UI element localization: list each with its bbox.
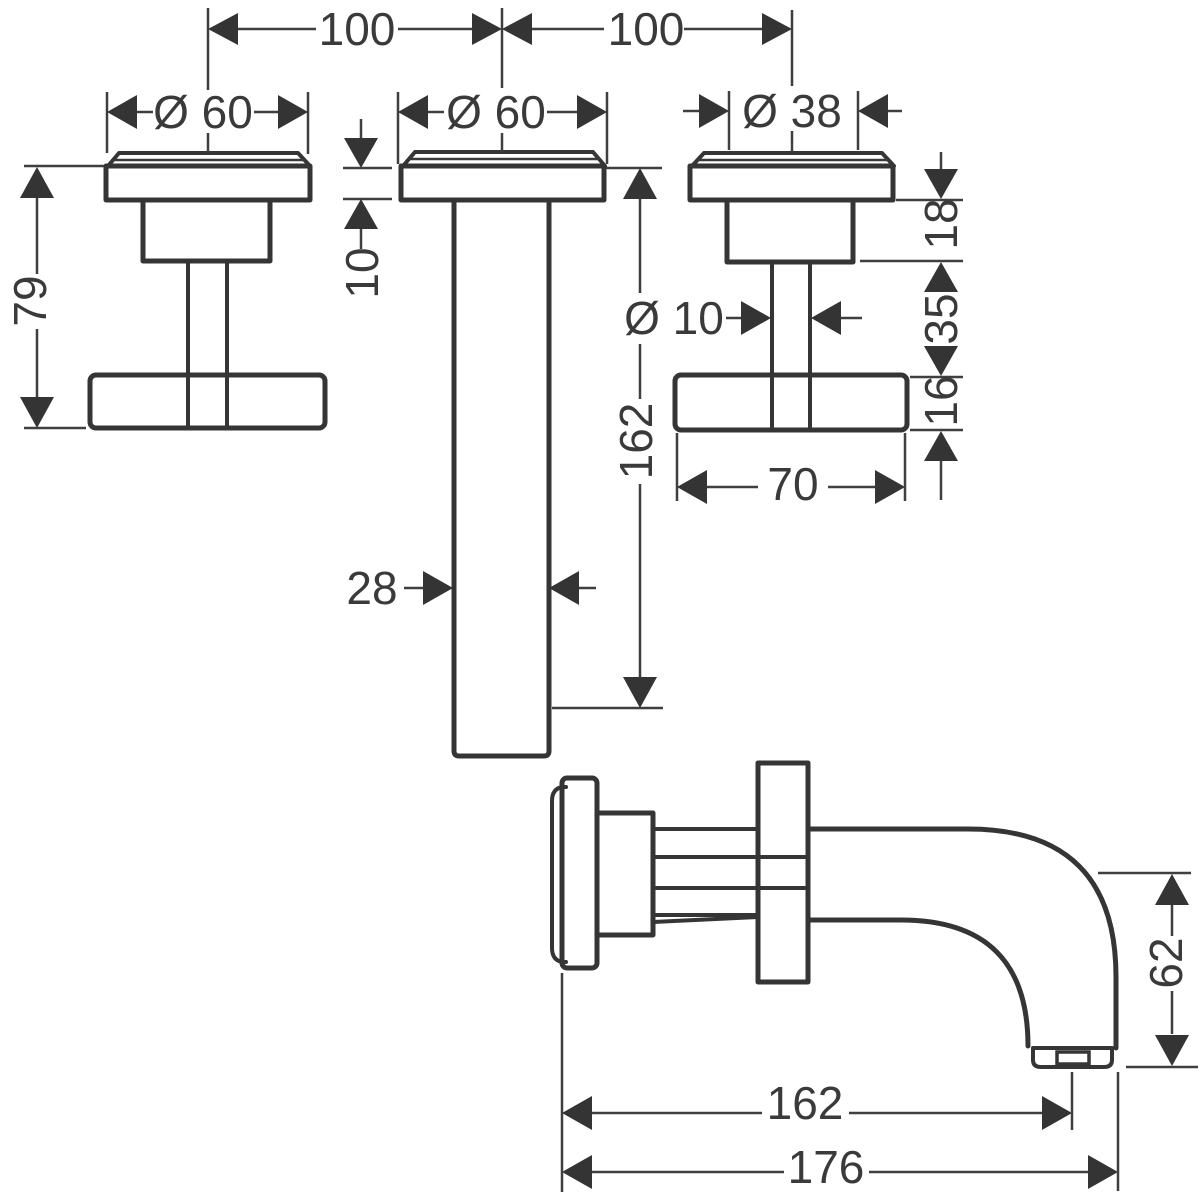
- dim-label-escutcheon-height: 10: [336, 247, 388, 298]
- spout-tube-front: [451, 197, 552, 759]
- spout-front-view: [398, 150, 607, 759]
- spout-side-view: [550, 760, 1119, 1069]
- dim-label-spacing-right: 100: [608, 3, 685, 55]
- dimension-handle-bar-length: 70: [675, 433, 907, 510]
- dim-label-left-escutcheon-diameter: Ø 60: [153, 86, 253, 138]
- dim-label-spout-escutcheon-diameter: Ø 60: [446, 86, 546, 138]
- dim-label-handle-total-height: 79: [4, 275, 56, 326]
- dim-label-outlet-drop-height: 62: [1140, 937, 1192, 988]
- dimension-spout-tube-length: 162: [552, 166, 663, 710]
- right-handle-body: [724, 197, 856, 265]
- dim-label-spout-tube-diameter: 28: [346, 562, 397, 614]
- dim-label-stem-diameter: Ø 10: [624, 292, 724, 344]
- spout-escutcheon-side: [755, 760, 811, 985]
- wall-flange: [550, 785, 568, 964]
- dimension-handle-total-height: 79: [4, 164, 104, 430]
- dim-label-spacing-left: 100: [319, 3, 396, 55]
- dimension-escutcheon-height: 10: [336, 119, 392, 299]
- dim-label-handle-bar-length: 70: [767, 458, 818, 510]
- dimension-right-chain: 18 35 16: [860, 152, 967, 500]
- supply-pipe-taper: [651, 915, 760, 924]
- dim-label-spout-tube-length: 162: [610, 403, 662, 480]
- dimension-spout-tube-diameter: 28: [346, 562, 596, 614]
- right-handle-cross-bar: [672, 372, 910, 433]
- spout-outer-curve: [805, 826, 1119, 1051]
- aerator: [1031, 1046, 1114, 1069]
- spout-inner-curve: [805, 917, 1031, 1049]
- dimension-outlet-drop-height: 62: [1098, 871, 1198, 1069]
- dimension-handle-spacing: 100 100: [206, 3, 794, 90]
- dimension-spout-escutcheon-diameter: Ø 60: [396, 86, 609, 164]
- dimension-projection-to-outlet-center: 162: [560, 973, 1074, 1192]
- dim-label-right-handle-body-diameter: Ø 38: [742, 85, 842, 137]
- dimension-projection-overall: 176: [562, 1072, 1120, 1193]
- dim-label-projection-overall: 176: [788, 1141, 865, 1193]
- dim-label-handle-bar-thickness: 16: [915, 375, 967, 426]
- spout-escutcheon: [398, 163, 607, 203]
- dim-label-body-to-handle: 35: [915, 293, 967, 344]
- dimension-stem-diameter: Ø 10: [624, 292, 862, 344]
- left-handle-cross-bar: [87, 372, 328, 431]
- right-handle-front-view: [672, 151, 910, 433]
- connector-block: [594, 810, 656, 938]
- aerator-insert: [1055, 1050, 1091, 1066]
- left-handle-body: [140, 197, 273, 264]
- left-handle-front-view: [87, 151, 328, 431]
- dimension-right-handle-body-diameter: Ø 38: [683, 85, 902, 151]
- dim-label-projection-to-outlet-center: 162: [767, 1077, 844, 1129]
- dimension-left-escutcheon-diameter: Ø 60: [105, 86, 310, 154]
- dim-label-escutcheon-to-body: 18: [915, 198, 967, 249]
